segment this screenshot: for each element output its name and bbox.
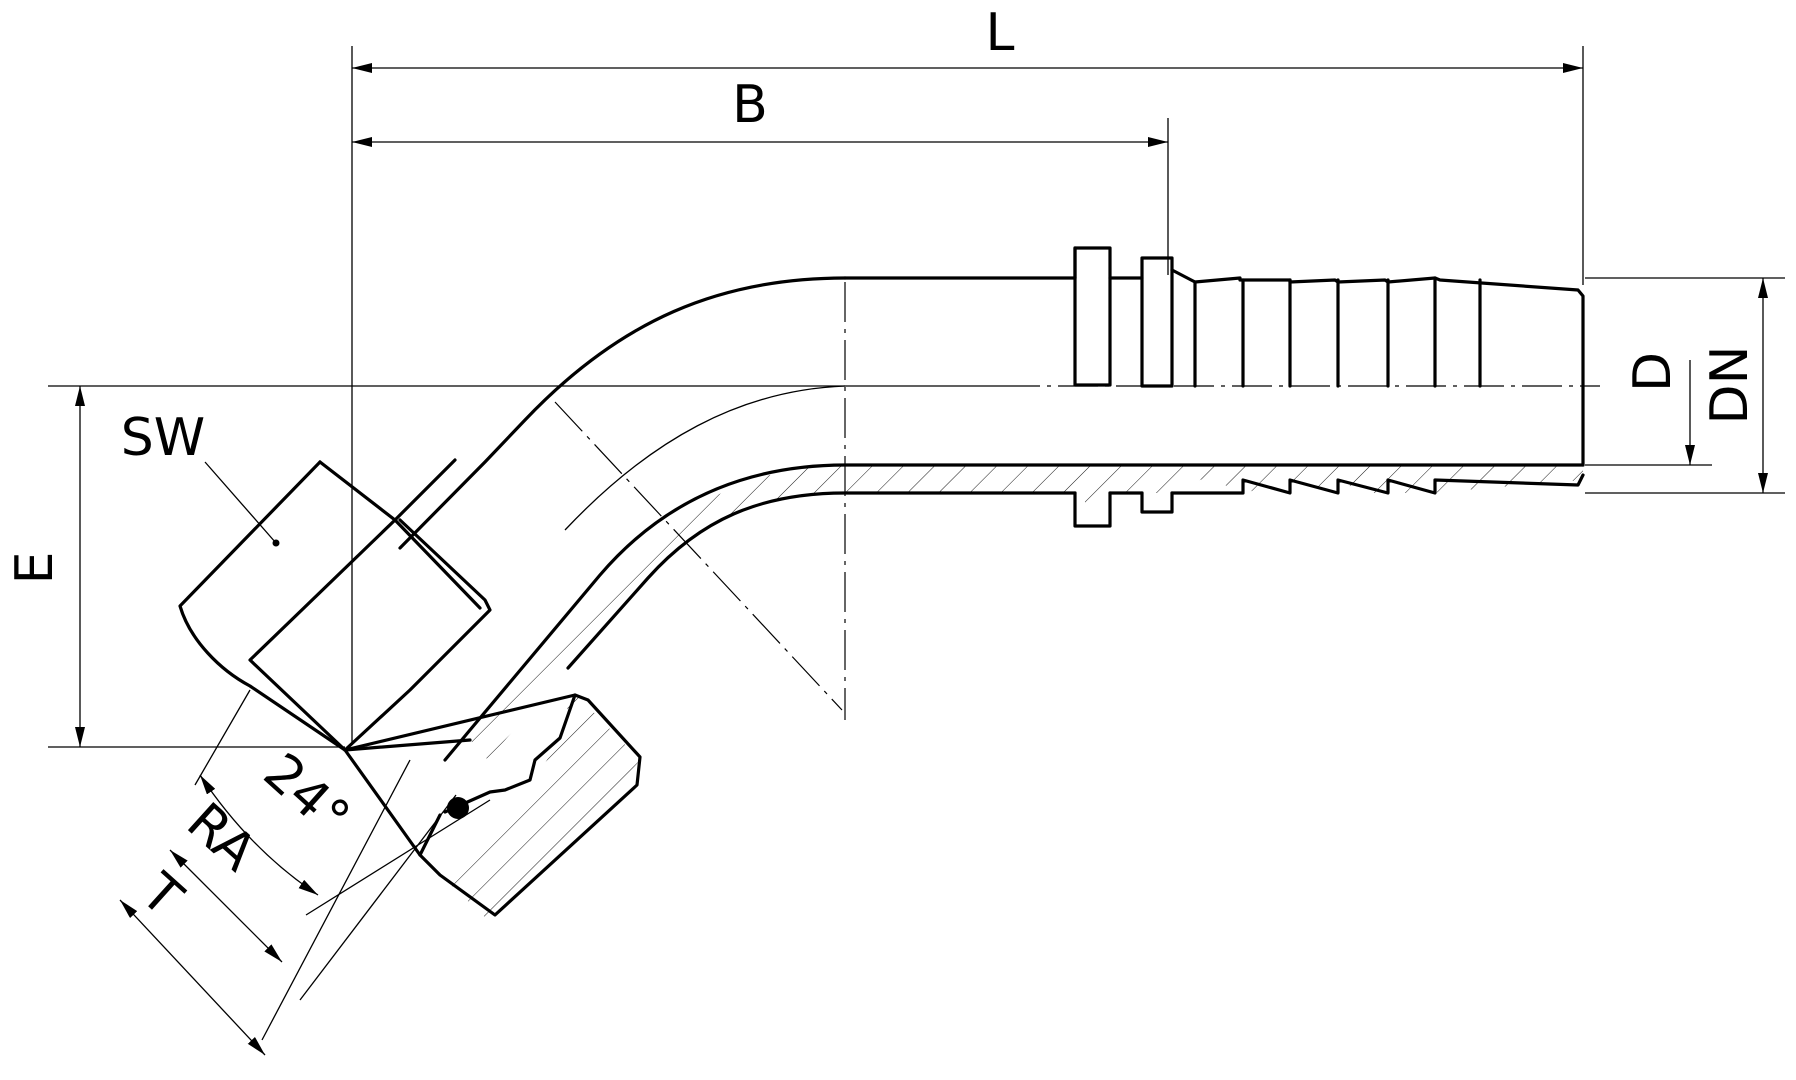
dimension-T: [119, 899, 266, 1056]
o-ring: [447, 797, 469, 819]
label-SW: SW: [121, 408, 205, 468]
label-T: T: [129, 862, 194, 929]
dimension-RA: [169, 849, 283, 963]
center-lines: [554, 282, 1600, 720]
sw-leader: [204, 461, 277, 544]
label-D: D: [1623, 352, 1683, 392]
hex-nut: [248, 458, 492, 752]
label-E: E: [5, 552, 65, 585]
dimension-lines: [48, 46, 1785, 1056]
label-angle: 24°: [252, 742, 361, 848]
hatched-wall-section: [440, 465, 1583, 920]
label-B: B: [732, 75, 768, 135]
label-L: L: [986, 3, 1015, 63]
angle-arc: [199, 774, 319, 896]
label-DN: DN: [1700, 346, 1760, 425]
fitting-body: [178, 246, 1585, 917]
